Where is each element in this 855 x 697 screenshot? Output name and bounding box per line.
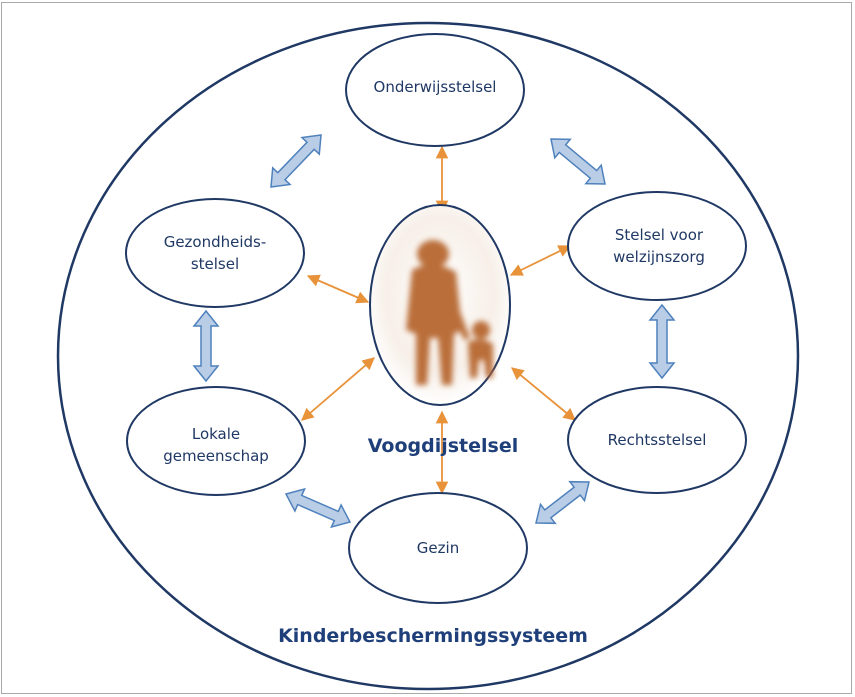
block-arrow-onderwijs-gezondheid [270,134,322,188]
parent-child-silhouette-icon [406,240,493,385]
thin-arrows-group [301,145,576,495]
outer-system-ellipse [56,21,800,691]
node-welzijn-ellipse [567,191,747,301]
block-arrow-onderwijs-welzijn [550,138,606,185]
node-gezin-ellipse [348,492,528,604]
node-gezin-label: Gezin [416,539,460,557]
node-welzijn-label: Stelsel voor welzijnszorg [613,226,705,266]
node-gezondheid-ellipse [125,198,305,308]
node-recht-label: Rechtsstelsel [607,431,707,449]
center-label: Voogdijstelsel [367,435,519,457]
block-arrow-gemeenschap-gezin [284,487,352,529]
node-gezondheid-label: Gezondheids- stelsel [163,233,267,273]
block-arrows-group [192,134,676,529]
arrow-center-gezondheid [306,274,370,304]
block-arrow-gezondheid-gemeenschap [192,309,220,383]
node-recht-ellipse [567,386,747,494]
block-arrow-welzijn-recht [648,303,676,380]
arrow-center-recht [511,367,576,421]
block-arrow-gezin-recht [535,480,590,525]
arrow-center-welzijn [509,245,572,276]
arrow-center-gemeenschap [301,357,375,421]
outer-system-label: Kinderbeschermingssysteem [278,625,588,647]
node-gemeenschap-label: Lokale gemeenschap [163,425,269,465]
node-onderwijs-label: Onderwijsstelsel [373,78,497,96]
node-onderwijs-ellipse [345,33,525,147]
node-gemeenschap-ellipse [126,386,306,496]
